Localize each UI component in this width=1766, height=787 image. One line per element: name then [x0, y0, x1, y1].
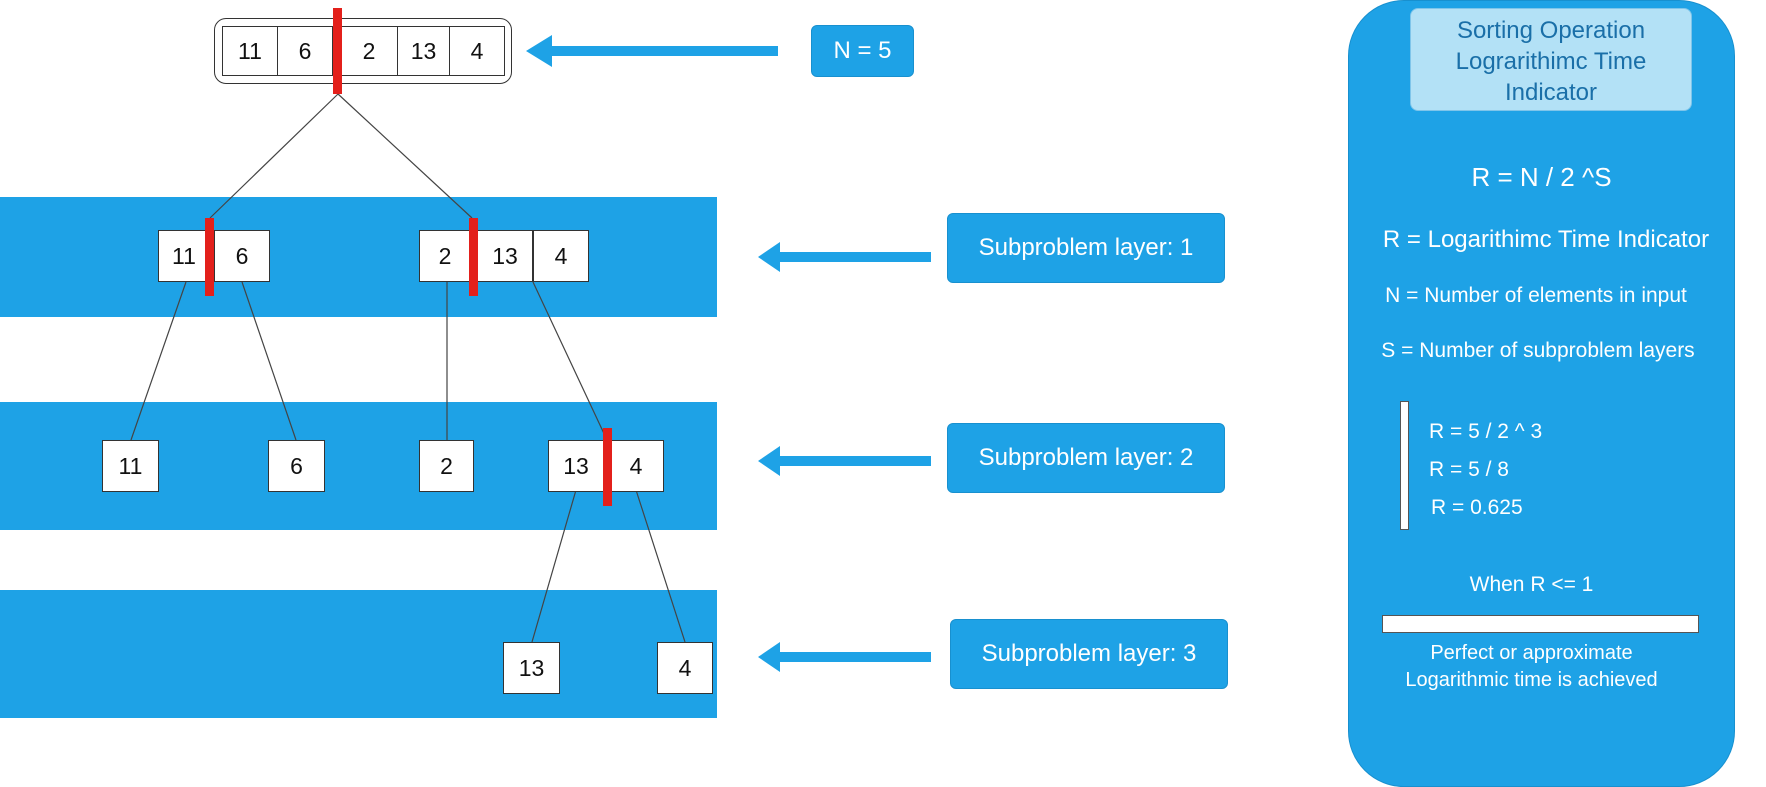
n-count-label: N = 5 — [811, 25, 914, 77]
l2-cell: 11 — [102, 440, 159, 492]
l1-cell: 11 — [158, 230, 210, 282]
layer-3-label: Subproblem layer: 3 — [950, 619, 1228, 689]
array-cell: 13 — [397, 26, 450, 76]
arrow-left-icon — [758, 242, 931, 272]
formula: R = N / 2 ^S — [1471, 162, 1612, 192]
calc-step: R = 0.625 — [1431, 496, 1523, 519]
calc-step: R = 5 / 2 ^ 3 — [1429, 420, 1543, 443]
split-marker — [469, 218, 478, 296]
subproblem-band-3 — [0, 590, 717, 718]
subproblem-band-1 — [0, 197, 717, 317]
indicator-panel — [1348, 0, 1735, 787]
l1-cell: 4 — [533, 230, 589, 282]
definition-s: S = Number of subproblem layers — [1381, 339, 1695, 362]
condition-text: When R <= 1 — [1469, 573, 1594, 596]
l2-cell: 2 — [419, 440, 474, 492]
definition-n: N = Number of elements in input — [1385, 284, 1687, 307]
array-cell: 6 — [277, 26, 333, 76]
array-cell: 11 — [222, 26, 278, 76]
panel-title: Sorting Operation Lograrithimc Time Indi… — [1410, 8, 1692, 111]
l3-cell: 4 — [657, 642, 713, 694]
result-line-2: Logarithmic time is achieved — [1405, 669, 1658, 691]
array-cell: 4 — [449, 26, 505, 76]
arrow-left-icon — [526, 35, 778, 67]
arrow-left-icon — [758, 446, 931, 476]
l1-cell: 13 — [477, 230, 533, 282]
definition-r: R = Logarithimc Time Indicator — [1382, 226, 1710, 253]
result-line-1: Perfect or approximate — [1430, 642, 1633, 664]
l1-cell: 6 — [214, 230, 270, 282]
arrow-left-icon — [758, 642, 931, 672]
l2-cell: 13 — [548, 440, 604, 492]
layer-1-label: Subproblem layer: 1 — [947, 213, 1225, 283]
l2-cell: 6 — [268, 440, 325, 492]
split-marker — [603, 428, 612, 506]
condition-bar — [1382, 615, 1699, 633]
l1-cell: 2 — [419, 230, 471, 282]
calc-step: R = 5 / 8 — [1429, 458, 1509, 481]
calc-bracket — [1400, 401, 1409, 530]
l3-cell: 13 — [503, 642, 560, 694]
l2-cell: 4 — [608, 440, 664, 492]
layer-2-label: Subproblem layer: 2 — [947, 423, 1225, 493]
split-marker — [333, 8, 342, 94]
array-cell: 2 — [340, 26, 398, 76]
split-marker — [205, 218, 214, 296]
